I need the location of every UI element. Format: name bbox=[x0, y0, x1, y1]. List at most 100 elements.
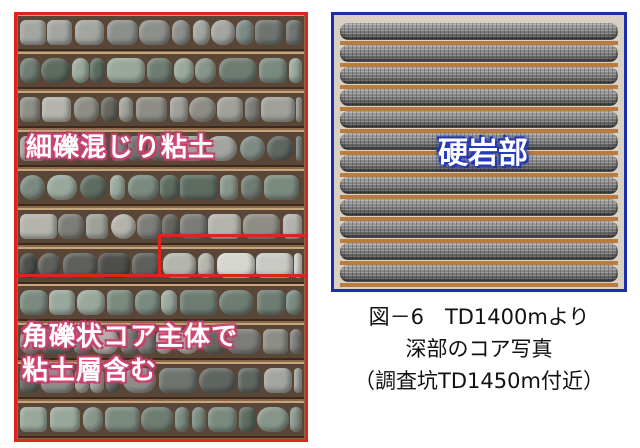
core-fragment bbox=[77, 290, 105, 315]
core-fragment bbox=[74, 97, 99, 122]
caption-line-1: 図－6 TD1400mより bbox=[368, 305, 590, 329]
core-fragment bbox=[203, 329, 226, 354]
core-box-divider bbox=[340, 195, 618, 199]
core-box-divider bbox=[340, 85, 618, 89]
core-fragment bbox=[238, 368, 261, 393]
hard-rock-core-row bbox=[340, 221, 618, 238]
core-fragment bbox=[236, 20, 254, 45]
core-box-divider bbox=[340, 151, 618, 155]
core-fragment bbox=[72, 58, 89, 83]
core-fragment bbox=[107, 290, 133, 315]
core-fragment bbox=[263, 329, 288, 354]
core-fragment bbox=[128, 136, 146, 161]
core-fragment bbox=[286, 20, 302, 45]
core-row bbox=[18, 208, 304, 245]
core-fragment bbox=[267, 136, 293, 161]
core-fragment bbox=[63, 253, 97, 278]
caption-line-3: （調査坑TD1450m付近） bbox=[354, 369, 604, 393]
core-row bbox=[18, 130, 304, 167]
core-fragment bbox=[41, 368, 74, 393]
core-fragment bbox=[42, 97, 71, 122]
core-row bbox=[18, 323, 304, 360]
core-fragment bbox=[58, 214, 84, 239]
core-fragment bbox=[257, 407, 289, 432]
core-fragment bbox=[20, 329, 41, 354]
core-fragment bbox=[90, 58, 105, 83]
core-fragment bbox=[296, 136, 302, 161]
core-fragment bbox=[206, 136, 237, 161]
core-box-divider bbox=[340, 107, 618, 111]
core-fragment bbox=[259, 58, 287, 83]
core-fragment bbox=[148, 136, 173, 161]
core-fragment bbox=[257, 290, 285, 315]
core-fragment bbox=[20, 136, 46, 161]
core-fragment bbox=[220, 175, 238, 200]
core-fragment bbox=[49, 136, 74, 161]
core-fragment bbox=[80, 175, 107, 200]
hard-rock-core-row bbox=[340, 23, 618, 40]
core-fragment bbox=[111, 136, 127, 161]
core-fragment bbox=[264, 175, 299, 200]
core-fragment bbox=[180, 175, 218, 200]
hard-rock-core-row bbox=[340, 133, 618, 150]
core-fragment bbox=[123, 368, 156, 393]
hard-rock-core-row bbox=[340, 89, 618, 106]
core-row bbox=[18, 14, 304, 51]
core-fragment bbox=[20, 368, 39, 393]
core-fragment bbox=[107, 20, 138, 45]
core-box-divider bbox=[340, 239, 618, 243]
core-box-divider bbox=[340, 261, 618, 265]
core-fragment bbox=[208, 214, 241, 239]
core-box-divider bbox=[340, 173, 618, 177]
core-fragment bbox=[107, 58, 145, 83]
core-fragment bbox=[219, 58, 257, 83]
core-fragment bbox=[121, 329, 137, 354]
core-fragment bbox=[156, 329, 172, 354]
core-fragment bbox=[294, 368, 302, 393]
core-box-divider bbox=[340, 129, 618, 133]
core-fragment bbox=[243, 214, 280, 239]
core-fragment bbox=[256, 253, 293, 278]
core-fragment bbox=[128, 175, 159, 200]
core-box-divider bbox=[340, 41, 618, 45]
hard-rock-core-row bbox=[340, 45, 618, 62]
core-fragment bbox=[77, 136, 109, 161]
hard-rock-core-row bbox=[340, 265, 618, 282]
core-fragment bbox=[90, 368, 104, 393]
core-fragment bbox=[98, 253, 130, 278]
core-fragment bbox=[208, 407, 237, 432]
core-row bbox=[18, 284, 304, 321]
core-fragment bbox=[41, 58, 70, 83]
core-fragment bbox=[110, 175, 125, 200]
core-row bbox=[18, 247, 304, 284]
core-fragment bbox=[175, 329, 200, 354]
core-fragment bbox=[42, 329, 73, 354]
core-box-divider bbox=[340, 63, 618, 67]
core-fragment bbox=[160, 175, 179, 200]
core-fragment bbox=[20, 20, 46, 45]
core-fragment bbox=[255, 20, 283, 45]
core-row bbox=[18, 52, 304, 89]
core-fragment bbox=[119, 97, 133, 122]
core-fragment bbox=[38, 253, 61, 278]
core-fragment bbox=[75, 368, 89, 393]
core-fragment bbox=[111, 214, 136, 239]
hard-rock-core-row bbox=[340, 111, 618, 128]
core-fragment bbox=[193, 20, 210, 45]
core-fragment bbox=[180, 290, 218, 315]
core-fragment bbox=[138, 329, 155, 354]
core-fragment bbox=[241, 175, 262, 200]
core-fragment bbox=[290, 329, 302, 354]
core-fragment bbox=[105, 407, 140, 432]
core-fragment bbox=[227, 329, 261, 354]
core-fragment bbox=[106, 368, 120, 393]
core-fragment bbox=[20, 58, 40, 83]
core-fragment bbox=[20, 253, 37, 278]
core-fragment bbox=[159, 368, 197, 393]
core-fragment bbox=[135, 290, 160, 315]
core-fragment bbox=[163, 253, 196, 278]
core-row bbox=[18, 91, 304, 128]
label-breccia-core-line2: 粘土層含む bbox=[22, 356, 158, 386]
core-fragment bbox=[239, 407, 255, 432]
core-fragment bbox=[175, 407, 189, 432]
